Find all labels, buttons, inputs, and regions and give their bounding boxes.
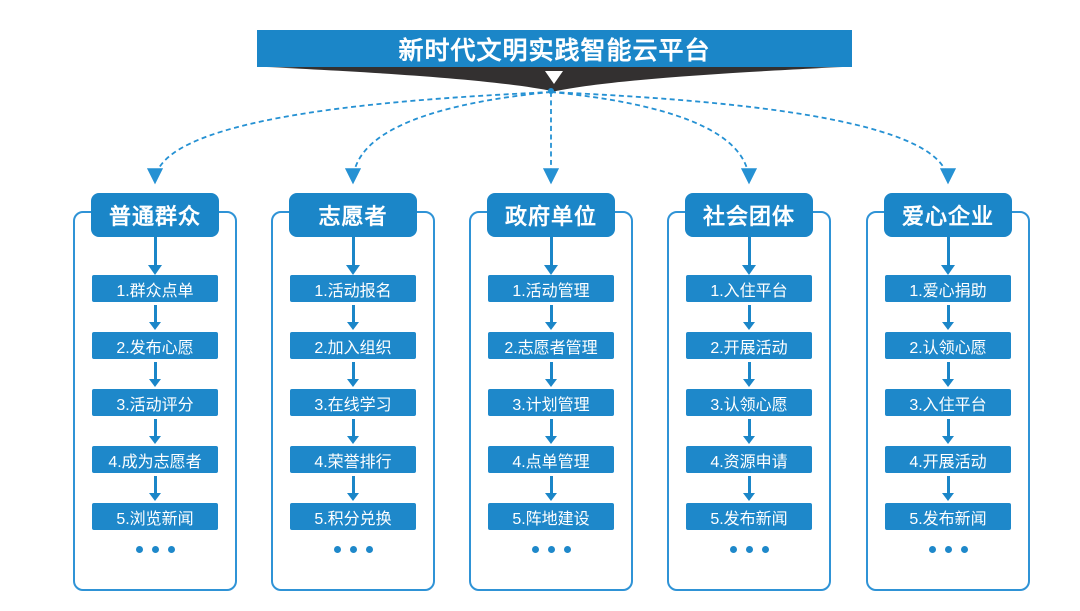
down-arrow-icon <box>146 416 164 446</box>
flow-step: 5.阵地建设 <box>488 503 614 530</box>
dot <box>333 546 341 553</box>
down-arrow-icon <box>146 473 164 503</box>
dot <box>944 546 952 553</box>
down-arrow-icon <box>344 302 362 332</box>
down-arrow-icon <box>939 416 957 446</box>
down-arrow-icon <box>344 473 362 503</box>
dot <box>563 546 571 553</box>
flow-step: 2.加入组织 <box>290 332 416 359</box>
down-arrow-icon <box>344 237 362 275</box>
flow-step: 5.积分兑换 <box>290 503 416 530</box>
down-arrow-icon <box>542 473 560 503</box>
flow-step: 2.志愿者管理 <box>488 332 614 359</box>
dot <box>531 546 539 553</box>
column-header: 志愿者 <box>289 193 417 237</box>
down-arrow-icon <box>740 473 758 503</box>
flow-step: 1.群众点单 <box>92 275 218 302</box>
more-dots-icon <box>729 546 769 553</box>
flow-step: 3.认领心愿 <box>686 389 812 416</box>
down-arrow-icon <box>939 302 957 332</box>
flow-step: 4.点单管理 <box>488 446 614 473</box>
dot <box>928 546 936 553</box>
flow-step: 1.活动管理 <box>488 275 614 302</box>
flow-step: 3.计划管理 <box>488 389 614 416</box>
down-arrow-icon <box>740 359 758 389</box>
flow-step: 4.成为志愿者 <box>92 446 218 473</box>
flow-step: 4.荣誉排行 <box>290 446 416 473</box>
flow-step: 3.活动评分 <box>92 389 218 416</box>
flow-step: 3.在线学习 <box>290 389 416 416</box>
down-arrow-icon <box>542 416 560 446</box>
down-arrow-icon <box>344 359 362 389</box>
flow-step: 1.爱心捐助 <box>885 275 1011 302</box>
connector-hub <box>548 88 554 94</box>
banner-down-triangle-icon <box>545 71 563 84</box>
connector-to-column-4 <box>550 91 758 185</box>
connector-to-column-5 <box>550 91 957 185</box>
down-arrow-icon <box>146 359 164 389</box>
role-column-4: 社会团体 1.入住平台 2.开展活动 3.认领心愿 4.资源申请 5.发布新闻 <box>667 193 831 591</box>
flow-step: 4.资源申请 <box>686 446 812 473</box>
flow-step: 4.开展活动 <box>885 446 1011 473</box>
down-arrow-icon <box>542 237 560 275</box>
flow-step: 3.入住平台 <box>885 389 1011 416</box>
flow-step: 2.发布心愿 <box>92 332 218 359</box>
connector-to-column-1 <box>146 91 552 185</box>
column-header: 爱心企业 <box>884 193 1012 237</box>
more-dots-icon <box>928 546 968 553</box>
banner-ribbon <box>257 66 852 92</box>
more-dots-icon <box>333 546 373 553</box>
flow-step: 5.发布新闻 <box>686 503 812 530</box>
down-arrow-icon <box>740 302 758 332</box>
down-arrow-icon <box>939 237 957 275</box>
down-arrow-icon <box>542 359 560 389</box>
dot <box>761 546 769 553</box>
down-arrow-icon <box>939 359 957 389</box>
more-dots-icon <box>531 546 571 553</box>
platform-title: 新时代文明实践智能云平台 <box>398 36 711 65</box>
down-arrow-icon <box>939 473 957 503</box>
dot <box>547 546 555 553</box>
dot <box>745 546 753 553</box>
dot <box>151 546 159 553</box>
column-header: 政府单位 <box>487 193 615 237</box>
flow-step: 2.认领心愿 <box>885 332 1011 359</box>
flow-step: 2.开展活动 <box>686 332 812 359</box>
column-header: 普通群众 <box>91 193 219 237</box>
dot <box>960 546 968 553</box>
flow-step: 1.入住平台 <box>686 275 812 302</box>
down-arrow-icon <box>542 302 560 332</box>
down-arrow-icon <box>740 416 758 446</box>
flow-step: 1.活动报名 <box>290 275 416 302</box>
down-arrow-icon <box>740 237 758 275</box>
role-column-1: 普通群众 1.群众点单 2.发布心愿 3.活动评分 4.成为志愿者 5.浏览新闻 <box>73 193 237 591</box>
down-arrow-icon <box>344 416 362 446</box>
flow-step: 5.浏览新闻 <box>92 503 218 530</box>
flow-step: 5.发布新闻 <box>885 503 1011 530</box>
column-header: 社会团体 <box>685 193 813 237</box>
down-arrow-icon <box>146 302 164 332</box>
role-column-2: 志愿者 1.活动报名 2.加入组织 3.在线学习 4.荣誉排行 5.积分兑换 <box>271 193 435 591</box>
connector-to-column-2 <box>344 91 552 185</box>
role-column-3: 政府单位 1.活动管理 2.志愿者管理 3.计划管理 4.点单管理 5.阵地建设 <box>469 193 633 591</box>
dot <box>349 546 357 553</box>
more-dots-icon <box>135 546 175 553</box>
dot <box>167 546 175 553</box>
role-column-5: 爱心企业 1.爱心捐助 2.认领心愿 3.入住平台 4.开展活动 5.发布新闻 <box>866 193 1030 591</box>
dot <box>135 546 143 553</box>
platform-title-banner: 新时代文明实践智能云平台 <box>257 30 852 67</box>
down-arrow-icon <box>146 237 164 275</box>
dot <box>365 546 373 553</box>
dot <box>729 546 737 553</box>
